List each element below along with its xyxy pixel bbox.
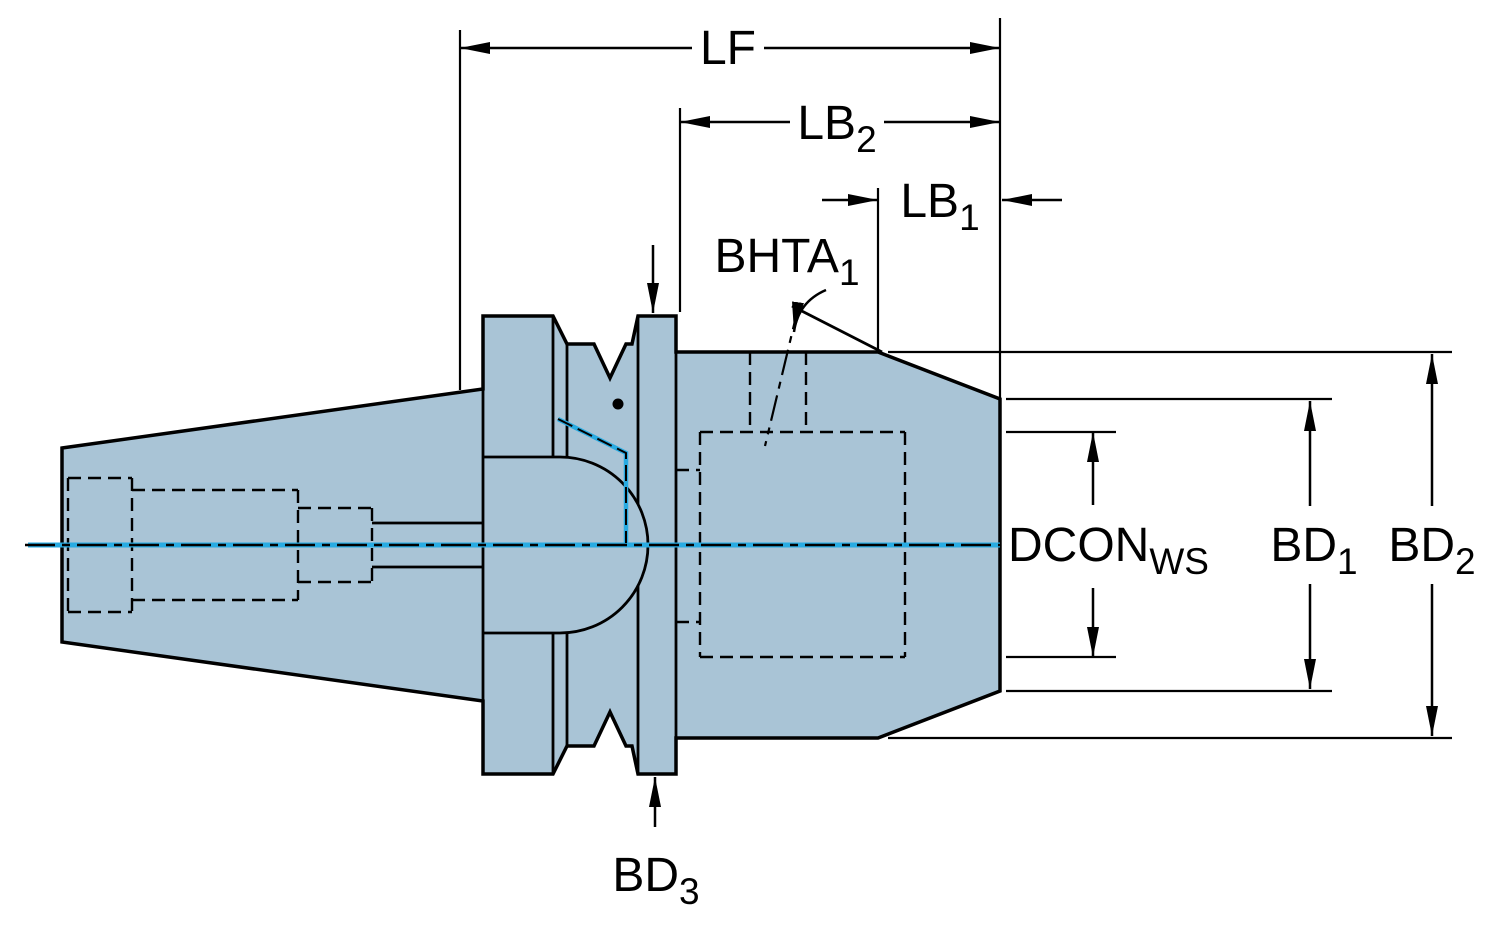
label-lb1: LB1 [900, 175, 979, 238]
dimension-lf: LF [460, 22, 1000, 75]
extension-lines [458, 18, 1452, 740]
dimension-dcon-ws: DCONWS [1008, 432, 1209, 657]
label-bd1: BD1 [1270, 519, 1357, 582]
label-lf: LF [700, 22, 756, 75]
dimension-bhta1: BHTA1 [714, 230, 860, 333]
dimension-lb1: LB1 [822, 175, 1062, 238]
set-screw-dot [612, 398, 624, 410]
bhta1-leader-arrow [792, 288, 827, 333]
label-bd2: BD2 [1388, 519, 1475, 582]
dimension-bd3: BD3 [612, 245, 700, 912]
dimension-lb2: LB2 [680, 97, 1000, 160]
label-dcon-ws: DCONWS [1008, 519, 1209, 582]
dimension-bd2: BD2 [1388, 354, 1476, 736]
bhta-angle-line [791, 304, 883, 354]
coolant-channel [556, 416, 629, 543]
dimension-bd1: BD1 [1270, 401, 1358, 689]
label-lb2: LB2 [797, 97, 876, 160]
label-bd3: BD3 [612, 849, 699, 912]
label-bhta1: BHTA1 [714, 230, 859, 293]
